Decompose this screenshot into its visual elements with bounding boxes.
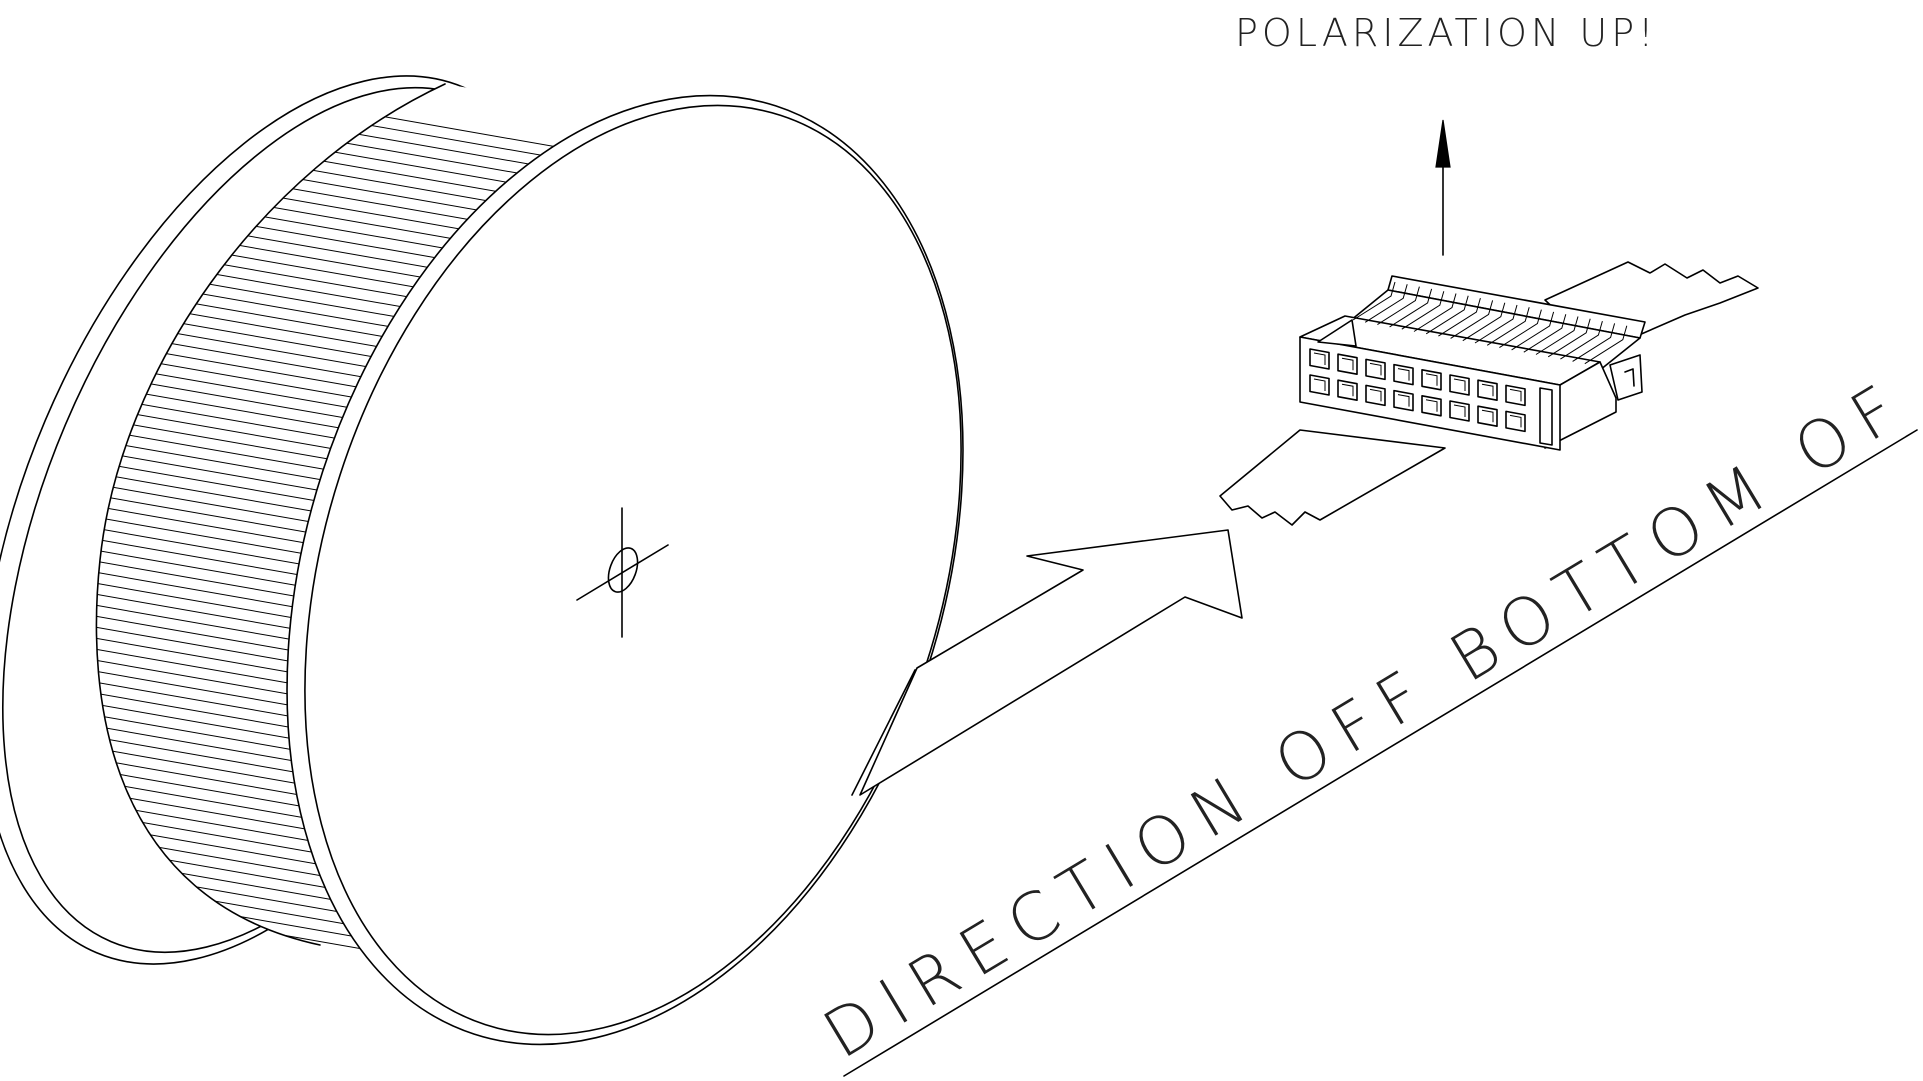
contact-window — [1505, 410, 1526, 433]
contact-window-inner — [1425, 373, 1438, 386]
connector-rib — [1474, 304, 1518, 344]
connector-rib — [1511, 311, 1555, 351]
contact-window-inner — [1453, 404, 1466, 417]
connector-front-face — [1299, 336, 1561, 451]
reel-center-mark — [576, 507, 669, 638]
connector-rib — [1401, 291, 1445, 330]
contact-window — [1477, 379, 1498, 401]
contact-window — [1337, 353, 1358, 375]
contact-window — [1393, 389, 1414, 412]
contact-window — [1365, 358, 1386, 381]
contact-window — [1309, 374, 1330, 396]
contact-window-inner — [1509, 414, 1522, 428]
connector-rib — [1547, 318, 1591, 358]
contact-window-inner — [1397, 368, 1410, 381]
contact-window — [1505, 384, 1526, 407]
connector-rib — [1584, 325, 1628, 365]
connector-rib — [1462, 302, 1506, 342]
connector-rib — [1425, 295, 1469, 335]
connector-rib — [1486, 307, 1530, 346]
connector-rib — [1450, 300, 1494, 339]
contact-window-inner — [1481, 383, 1494, 397]
contact-window — [1365, 384, 1386, 407]
contact-window-inner — [1341, 383, 1354, 397]
connector-rib — [1560, 320, 1603, 360]
contact-window-inner — [1369, 388, 1382, 402]
contact-window — [1477, 405, 1498, 427]
contact-window-inner — [1397, 394, 1410, 407]
contact-window-inner — [1481, 409, 1494, 423]
cable-front-segment — [1219, 429, 1446, 526]
contact-window — [1337, 379, 1358, 401]
drum-outline — [95, 83, 446, 946]
contact-window-inner — [1453, 378, 1466, 391]
idc-socket-connector — [1299, 275, 1646, 451]
contact-window — [1421, 369, 1442, 391]
connector-rib — [1438, 297, 1481, 337]
contact-window-inner — [1369, 362, 1382, 376]
contact-window — [1421, 395, 1442, 417]
connector-rib — [1523, 314, 1567, 353]
connector-rib — [1499, 309, 1542, 349]
contact-window — [1309, 348, 1330, 370]
connector-rib — [1535, 316, 1579, 355]
contact-window-inner — [1341, 357, 1354, 371]
contact-window-inner — [1509, 388, 1522, 402]
contact-window — [1449, 400, 1470, 422]
connector-rib — [1413, 293, 1457, 332]
polarization-up-arrow — [1435, 119, 1451, 256]
contact-window-inner — [1313, 378, 1326, 391]
connector-rib — [1572, 323, 1616, 362]
ribbon-cable-reel — [0, 75, 964, 1046]
connector-latch — [1609, 354, 1643, 401]
contact-window-inner — [1313, 352, 1326, 365]
contact-windows — [1309, 348, 1526, 433]
polarization-key-mark — [1317, 319, 1357, 347]
connector-front-latch — [1539, 387, 1553, 446]
connector-rib — [1389, 288, 1433, 328]
connector-rib — [1364, 284, 1408, 323]
direction-baseline — [843, 429, 1918, 1077]
connector-rib — [1377, 286, 1420, 326]
contact-window — [1393, 363, 1414, 386]
polarization-label: POLARIZATION UP! — [1235, 11, 1657, 55]
contact-window — [1449, 374, 1470, 396]
contact-window-inner — [1425, 399, 1438, 412]
feed-direction-arrow — [851, 529, 1243, 796]
connector-rib — [1352, 281, 1396, 321]
